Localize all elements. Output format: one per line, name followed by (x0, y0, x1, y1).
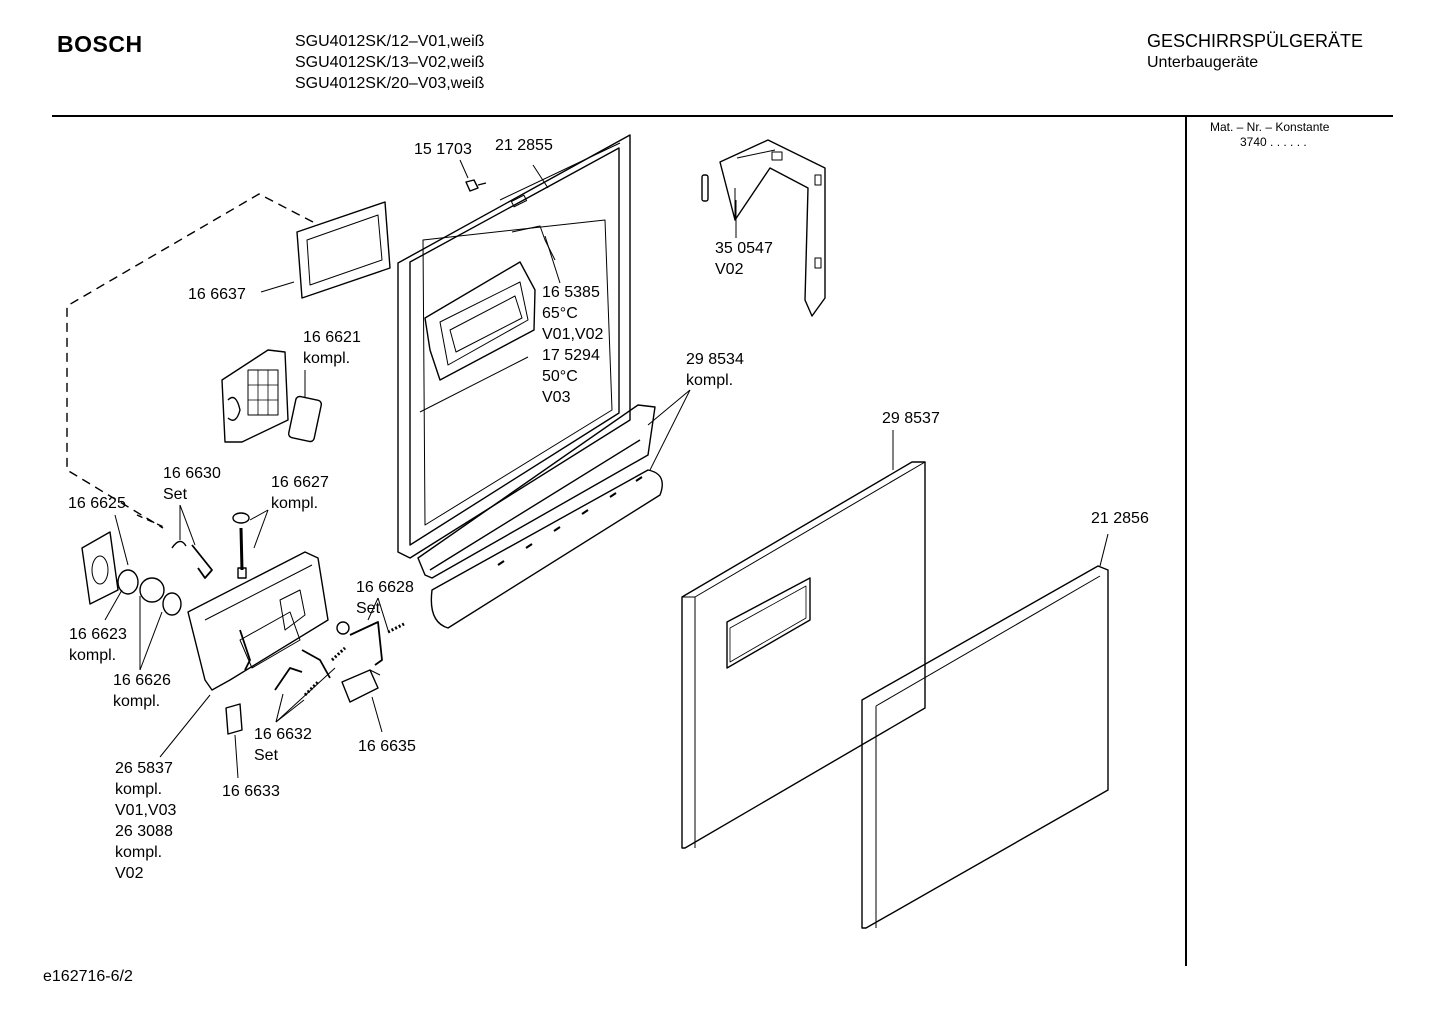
material-number-title: Mat. – Nr. – Konstante (1210, 120, 1330, 134)
material-number-value: 3740 . . . . . . (1240, 135, 1307, 149)
part-label-212856: 21 2856 (1091, 510, 1149, 527)
cap-166626 (139, 577, 182, 616)
assembly-boundary (66, 193, 314, 529)
spring-set-166632 (274, 646, 347, 697)
switch-166635 (341, 669, 381, 703)
hinge-strip-298534 (417, 404, 663, 629)
drawing-id: e162716-6/2 (43, 968, 133, 985)
model-line-3: SGU4012SK/20–V03,weiß (295, 75, 485, 92)
model-line-1: SGU4012SK/12–V01,weiß (295, 33, 485, 50)
filter-166621 (221, 349, 323, 443)
brand-logo: BOSCH (57, 31, 143, 57)
category-title: GESCHIRRSPÜLGERÄTE (1147, 31, 1364, 51)
rear-panel-212856 (861, 565, 1109, 929)
part-label-212855: 21 2855 (495, 137, 553, 154)
lever-set-166628 (336, 621, 405, 666)
model-line-2: SGU4012SK/13–V02,weiß (295, 54, 485, 71)
category-subtitle: Unterbaugeräte (1147, 54, 1259, 71)
seal-frame-166637 (296, 201, 391, 299)
inner-door-panel (397, 134, 631, 559)
clip-166633 (225, 703, 243, 735)
ring-166623 (117, 569, 139, 595)
part-label-166637: 16 6637 (188, 286, 246, 303)
bracket-350547 (701, 139, 826, 317)
model-list: SGU4012SK/12–V01,weiß SGU4012SK/13–V02,w… (295, 31, 484, 94)
part-label-298537: 29 8537 (882, 410, 940, 427)
part-label-166625: 16 6625 (68, 495, 126, 512)
screw-151703 (465, 179, 487, 192)
front-door-298537 (681, 461, 926, 849)
dispenser-housing-265837 (187, 551, 329, 691)
spring-166630 (171, 540, 213, 579)
part-label-166635: 16 6635 (358, 738, 416, 755)
rod-166627 (232, 512, 250, 579)
dispenser-cover-166625 (81, 531, 119, 605)
part-label-166633: 16 6633 (222, 783, 280, 800)
material-number-panel: Mat. – Nr. – Konstante 3740 . . . . . . (1210, 120, 1329, 150)
assembly-boundary-2 (136, 514, 167, 529)
part-label-151703: 15 1703 (414, 141, 472, 158)
category-block: GESCHIRRSPÜLGERÄTE Unterbaugeräte (1147, 31, 1363, 73)
leader-lines (104, 159, 1109, 779)
